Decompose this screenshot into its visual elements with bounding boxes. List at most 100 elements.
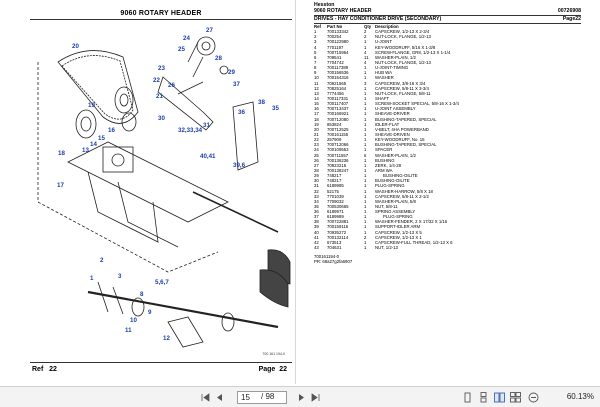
part-ref: 41 (314, 234, 319, 240)
part-description: U-JOINT ASSEMBLY (375, 106, 416, 112)
continuous-view-icon[interactable] (478, 392, 489, 403)
part-ref: 12 (314, 85, 319, 91)
idler-arm (157, 76, 214, 131)
part-ref: 4 (314, 44, 317, 50)
part-ref: 1 (314, 29, 317, 35)
part-qty: 1 (364, 167, 367, 173)
single-page-view-icon[interactable] (462, 392, 473, 403)
callout-22: 22 (153, 77, 160, 84)
part-ref: 6 (314, 54, 317, 60)
part-ref: 26 (314, 157, 319, 163)
footer-ref-number: 22 (49, 366, 57, 373)
part-qty: 1 (364, 203, 367, 209)
part-qty: 11 (364, 54, 369, 60)
part-number: 748217 (327, 173, 342, 179)
part-qty: 1 (364, 131, 367, 137)
callout-27: 27 (206, 27, 213, 34)
part-number: 853824 (327, 121, 342, 127)
part-description: NUT-LOCK, FLANGE, 1/2-13 (375, 34, 431, 40)
first-page-button[interactable] (200, 391, 210, 404)
callout-10: 10 (130, 317, 137, 324)
part-ref: 23 (314, 142, 319, 148)
part-ref: 15 (314, 101, 319, 107)
exploded-parts-diagram: 20 27 28 29 24 25 23 22 21 26 37 19 30 3… (37, 27, 291, 348)
col-qty: Qty (364, 24, 372, 29)
part-description: SHAFT (375, 95, 390, 101)
right-page: Hesston 9060 ROTARY HEADER 00726908 DRIV… (310, 0, 585, 384)
callout-24: 24 (183, 35, 190, 42)
part-number: 700722881 (327, 219, 349, 225)
callout-13: 13 (82, 147, 89, 154)
page-number-input[interactable]: 15 (237, 391, 287, 404)
part-ref: 33 (314, 193, 319, 199)
part-qty: 1 (364, 116, 367, 122)
two-page-continuous-icon[interactable] (510, 392, 521, 403)
part-qty: 1 (364, 157, 367, 163)
part-number: 6189985 (327, 183, 344, 189)
part-number: 700712066 (327, 142, 349, 148)
callout-5-6-7: 5,6,7 (155, 279, 169, 286)
next-page-icon (298, 394, 304, 401)
part-qty: 1 (364, 214, 367, 220)
two-page-view-icon[interactable] (494, 392, 505, 403)
part-qty: 1 (364, 229, 367, 235)
part-qty: 2 (364, 34, 367, 40)
support-bracket (232, 101, 259, 171)
part-qty: 4 (364, 59, 367, 65)
part-number: 257909 (327, 137, 342, 143)
part-qty: 1 (364, 219, 367, 225)
prev-page-icon (216, 394, 222, 401)
part-number: 70825164 (327, 85, 347, 91)
part-number: 7774456 (327, 90, 344, 96)
part-ref: 31 (314, 183, 319, 189)
part-ref: 30 (314, 178, 319, 184)
callout-9: 9 (148, 309, 152, 316)
part-ref: 39 (314, 224, 319, 230)
part-description: U-JOINT-TIMING (375, 65, 409, 71)
zoom-level[interactable]: 60.13% (566, 392, 594, 401)
part-qty: 1 (364, 173, 367, 179)
part-ref: 38 (314, 219, 319, 225)
part-number: 70921565 (327, 80, 347, 86)
footer-rule (30, 362, 292, 363)
part-qty: 1 (364, 162, 367, 168)
part-qty: 2 (364, 234, 367, 240)
part-number: 673513 (327, 239, 342, 245)
callout-2: 2 (100, 257, 104, 264)
part-qty: 2 (364, 29, 367, 35)
sheave-left (75, 109, 97, 139)
zoom-out-icon[interactable] (528, 392, 539, 403)
part-number: 700117407 (327, 101, 349, 107)
gearbox (102, 146, 134, 173)
prev-page-button[interactable] (214, 391, 224, 404)
part-description: NUT-LOCK, FLANGE, 5/8-11 (375, 90, 431, 96)
part-description: U-JOINT (375, 39, 392, 45)
footer-page-label: Page (258, 366, 276, 373)
part-ref: 7 (314, 59, 317, 65)
callout-37: 37 (233, 81, 240, 88)
part-qty: 1 (364, 239, 367, 245)
title-rule (30, 19, 292, 20)
part-description: PLUG-SPRING (383, 214, 413, 220)
part-description: CAPSCREW, 1/2-13 X 5 (375, 229, 422, 235)
right-page-title: 9060 ROTARY HEADER (314, 8, 372, 14)
next-page-button[interactable] (296, 391, 306, 404)
last-page-button[interactable] (310, 391, 320, 404)
part-qty: 1 (364, 193, 367, 199)
callout-20: 20 (72, 43, 79, 50)
callout-35: 35 (272, 105, 279, 112)
sheave-right (114, 86, 134, 114)
